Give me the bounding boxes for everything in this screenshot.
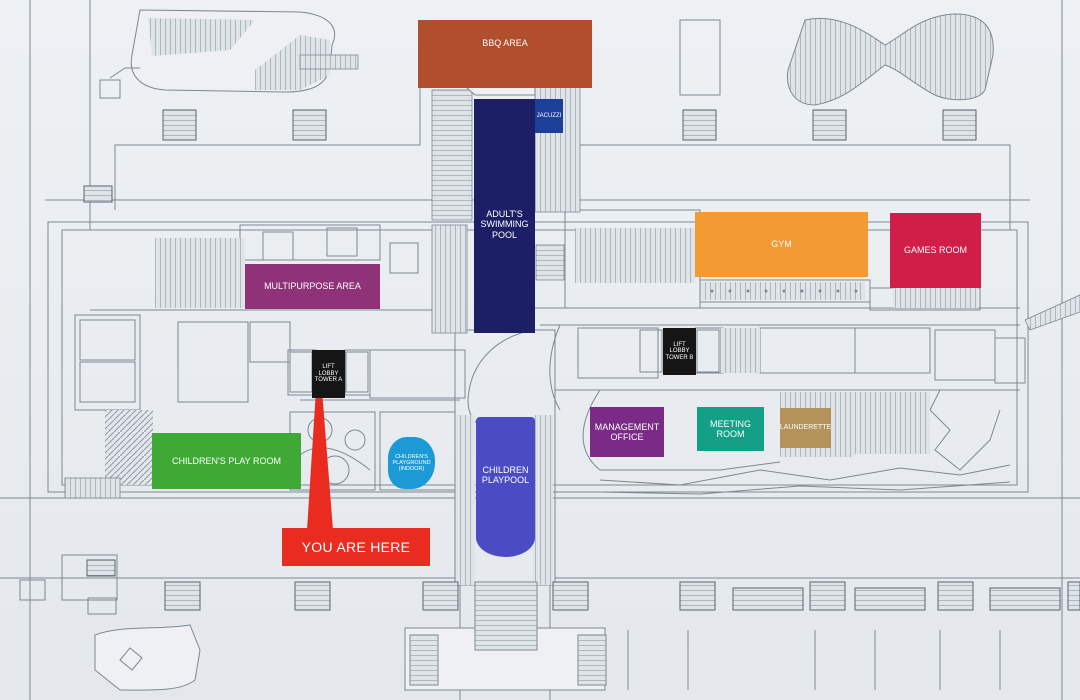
gym-label: GYM [771, 239, 792, 250]
meeting-room[interactable]: MEETING ROOM [697, 407, 764, 451]
childrens-playground-indoor[interactable]: CHILDREN'S PLAYGROUND (INDOOR) [388, 437, 435, 489]
childrens-play-room[interactable]: CHILDREN'S PLAY ROOM [152, 433, 301, 489]
children-playpool-label: CHILDREN PLAYPOOL [481, 465, 530, 486]
jacuzzi-label: JACUZZI [536, 112, 562, 119]
adult-swimming-pool[interactable]: ADULT'S SWIMMING POOL [474, 99, 535, 333]
meeting-room-label: MEETING ROOM [709, 418, 751, 439]
lift-lobby-tower-b[interactable]: LIFT LOBBY TOWER B [663, 328, 696, 375]
adult-swimming-pool-label: ADULT'S SWIMMING POOL [480, 209, 529, 240]
launderette-label: LAUNDERETTE [779, 423, 832, 431]
lift-lobby-tower-b-label: LIFT LOBBY TOWER B [665, 341, 694, 361]
management-office-label: MANAGEMENT OFFICE [594, 421, 660, 442]
management-office[interactable]: MANAGEMENT OFFICE [590, 407, 664, 457]
launderette[interactable]: LAUNDERETTE [780, 408, 831, 448]
multipurpose-area-label: MULTIPURPOSE AREA [264, 281, 361, 292]
childrens-play-room-label: CHILDREN'S PLAY ROOM [172, 455, 281, 466]
games-room-label: GAMES ROOM [903, 245, 967, 256]
you-are-here-label: YOU ARE HERE [301, 539, 411, 555]
lift-lobby-tower-a[interactable]: LIFT LOBBY TOWER A [312, 350, 345, 398]
multipurpose-area[interactable]: MULTIPURPOSE AREA [245, 264, 380, 309]
bbq-area[interactable]: BBQ AREA [418, 20, 592, 88]
jacuzzi[interactable]: JACUZZI [535, 99, 563, 133]
lift-lobby-tower-a-label: LIFT LOBBY TOWER A [314, 364, 343, 384]
gym[interactable]: GYM [695, 212, 868, 277]
games-room[interactable]: GAMES ROOM [890, 213, 981, 288]
childrens-playground-label: CHILDREN'S PLAYGROUND (INDOOR) [392, 453, 431, 473]
you-are-here-marker: YOU ARE HERE [282, 528, 430, 566]
bbq-area-label: BBQ AREA [482, 38, 528, 48]
children-playpool[interactable]: CHILDREN PLAYPOOL [476, 417, 535, 557]
